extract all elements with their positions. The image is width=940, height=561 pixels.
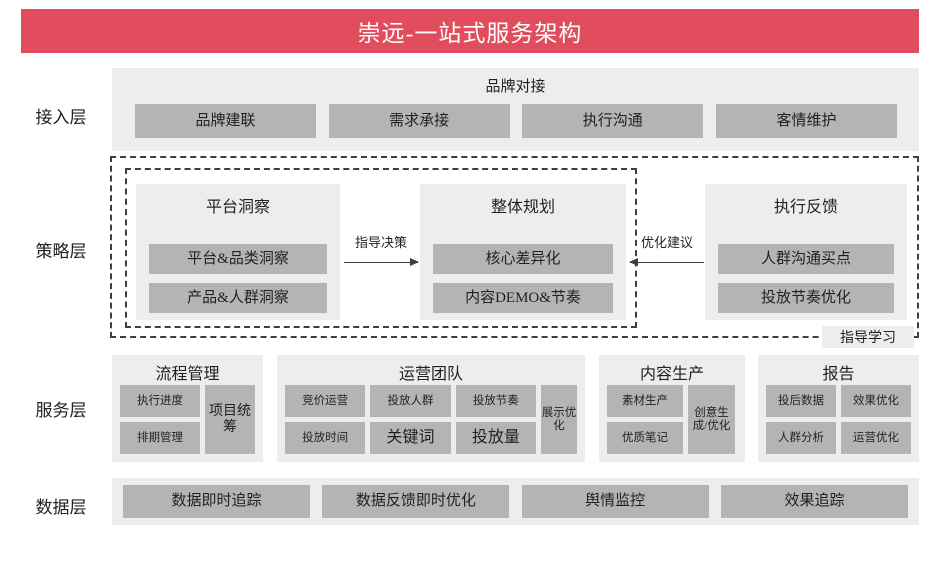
service-item-delivery-time[interactable]: 投放时间	[285, 422, 366, 454]
service-panel-report-body: 投后数据 效果优化 人群分析 运营优化	[766, 385, 911, 454]
service-panel-operations-title: 运营团队	[398, 366, 463, 383]
service-item-display-optimization[interactable]: 展示优化	[540, 385, 577, 454]
data-layer-panel: 数据即时追踪 数据反馈即时优化 舆情监控 效果追踪	[112, 478, 919, 525]
service-panel-content-title: 内容生产	[639, 366, 704, 383]
access-layer-items: 品牌建联 需求承接 执行沟通 客情维护	[135, 104, 897, 138]
data-item-feedback-realtime-optimize[interactable]: 数据反馈即时优化	[322, 485, 510, 518]
service-item-delivery-volume[interactable]: 投放量	[455, 422, 536, 454]
page-title: 崇远-一站式服务架构	[357, 21, 583, 46]
service-item-audience-analysis[interactable]: 人群分析	[766, 422, 836, 454]
service-panel-report-title: 报告	[822, 366, 855, 383]
service-panel-content-body: 素材生产 优质笔记 创意生成/优化	[607, 385, 737, 454]
strategy-item-product-audience-insight[interactable]: 产品&人群洞察	[149, 283, 327, 313]
service-ops-column-1: 竞价运营 投放时间	[285, 385, 366, 454]
arrow-guide-decision-label: 指导决策	[354, 235, 407, 250]
service-item-creative-generation-optimization[interactable]: 创意生成/优化	[688, 385, 735, 454]
arrow-guide-decision: 指导决策	[344, 232, 419, 266]
service-process-stacked-column: 执行进度 排期管理	[120, 385, 200, 454]
arrow-left-icon	[629, 258, 704, 266]
service-panel-operations-team: 运营团队 竞价运营 投放时间 投放人群 关键词 投放节奏 投放量 展示优化	[277, 355, 585, 462]
layer-label-service: 服务层	[35, 401, 87, 420]
arrow-right-icon	[344, 258, 419, 266]
service-ops-column-2: 投放人群 关键词	[370, 385, 451, 454]
service-item-keyword[interactable]: 关键词	[370, 422, 451, 454]
service-item-post-delivery-data[interactable]: 投后数据	[766, 385, 836, 417]
service-panel-report: 报告 投后数据 效果优化 人群分析 运营优化	[758, 355, 919, 462]
service-item-asset-production[interactable]: 素材生产	[607, 385, 683, 417]
access-item-client-relations[interactable]: 客情维护	[715, 104, 897, 138]
layer-label-access: 接入层	[35, 108, 87, 127]
access-item-demand-intake[interactable]: 需求承接	[328, 104, 510, 138]
service-content-stacked-column: 素材生产 优质笔记	[607, 385, 683, 454]
arrow-optimization-advice-label: 优化建议	[640, 235, 693, 250]
service-item-schedule-management[interactable]: 排期管理	[120, 422, 200, 454]
strategy-inner-dashed-boundary	[125, 168, 637, 328]
data-layer-items: 数据即时追踪 数据反馈即时优化 舆情监控 效果追踪	[123, 485, 908, 518]
strategy-card-platform-insight: 平台洞察 平台&品类洞察 产品&人群洞察	[136, 184, 340, 320]
service-panel-process-body: 执行进度 排期管理 项目统筹	[120, 385, 255, 454]
service-content-tall-column: 创意生成/优化	[688, 385, 737, 454]
page-title-banner: 崇远-一站式服务架构	[21, 9, 919, 53]
strategy-card-platform-title: 平台洞察	[205, 199, 270, 216]
service-item-bidding-operations[interactable]: 竞价运营	[285, 385, 366, 417]
service-item-delivery-audience[interactable]: 投放人群	[370, 385, 451, 417]
data-item-realtime-tracking[interactable]: 数据即时追踪	[123, 485, 310, 518]
access-item-execution-comm[interactable]: 执行沟通	[522, 104, 704, 138]
service-item-project-coordination[interactable]: 项目统筹	[205, 385, 255, 454]
data-item-effect-tracking[interactable]: 效果追踪	[720, 485, 908, 518]
service-item-delivery-rhythm[interactable]: 投放节奏	[455, 385, 536, 417]
strategy-item-core-differentiation[interactable]: 核心差异化	[433, 244, 613, 274]
access-layer-panel: 品牌对接 品牌建联 需求承接 执行沟通 客情维护	[112, 68, 919, 151]
service-panel-process-management: 流程管理 执行进度 排期管理 项目统筹	[112, 355, 263, 462]
service-panel-operations-body: 竞价运营 投放时间 投放人群 关键词 投放节奏 投放量 展示优化	[285, 385, 577, 454]
access-layer-title: 品牌对接	[485, 79, 546, 95]
strategy-card-overall-plan: 整体规划 核心差异化 内容DEMO&节奏	[420, 184, 626, 320]
strategy-card-execution-feedback: 执行反馈 人群沟通买点 投放节奏优化	[705, 184, 907, 320]
access-item-brand-link[interactable]: 品牌建联	[135, 104, 316, 138]
data-item-sentiment-monitoring[interactable]: 舆情监控	[521, 485, 709, 518]
arrow-optimization-advice: 优化建议	[629, 232, 704, 266]
strategy-item-content-demo-rhythm[interactable]: 内容DEMO&节奏	[433, 283, 613, 313]
strategy-item-delivery-rhythm-optimization[interactable]: 投放节奏优化	[718, 283, 894, 313]
strategy-outer-dashed-boundary	[110, 156, 919, 338]
layer-label-strategy: 策略层	[35, 242, 87, 261]
service-item-operations-optimization[interactable]: 运营优化	[841, 422, 911, 454]
strategy-card-plan-title: 整体规划	[490, 199, 555, 216]
service-panel-process-title: 流程管理	[155, 366, 220, 383]
service-item-quality-notes[interactable]: 优质笔记	[607, 422, 683, 454]
strategy-card-feedback-title: 执行反馈	[773, 199, 838, 216]
service-item-effect-optimization[interactable]: 效果优化	[841, 385, 911, 417]
strategy-item-platform-category-insight[interactable]: 平台&品类洞察	[149, 244, 327, 274]
layer-label-data: 数据层	[35, 498, 87, 517]
service-process-tall-column: 项目统筹	[205, 385, 255, 454]
service-panel-content-production: 内容生产 素材生产 优质笔记 创意生成/优化	[599, 355, 745, 462]
service-ops-column-3: 投放节奏 投放量	[455, 385, 536, 454]
service-item-execution-progress[interactable]: 执行进度	[120, 385, 200, 417]
guide-study-tag: 指导学习	[822, 326, 914, 348]
strategy-item-audience-selling-point[interactable]: 人群沟通买点	[718, 244, 894, 274]
service-ops-tall-column: 展示优化	[540, 385, 577, 454]
